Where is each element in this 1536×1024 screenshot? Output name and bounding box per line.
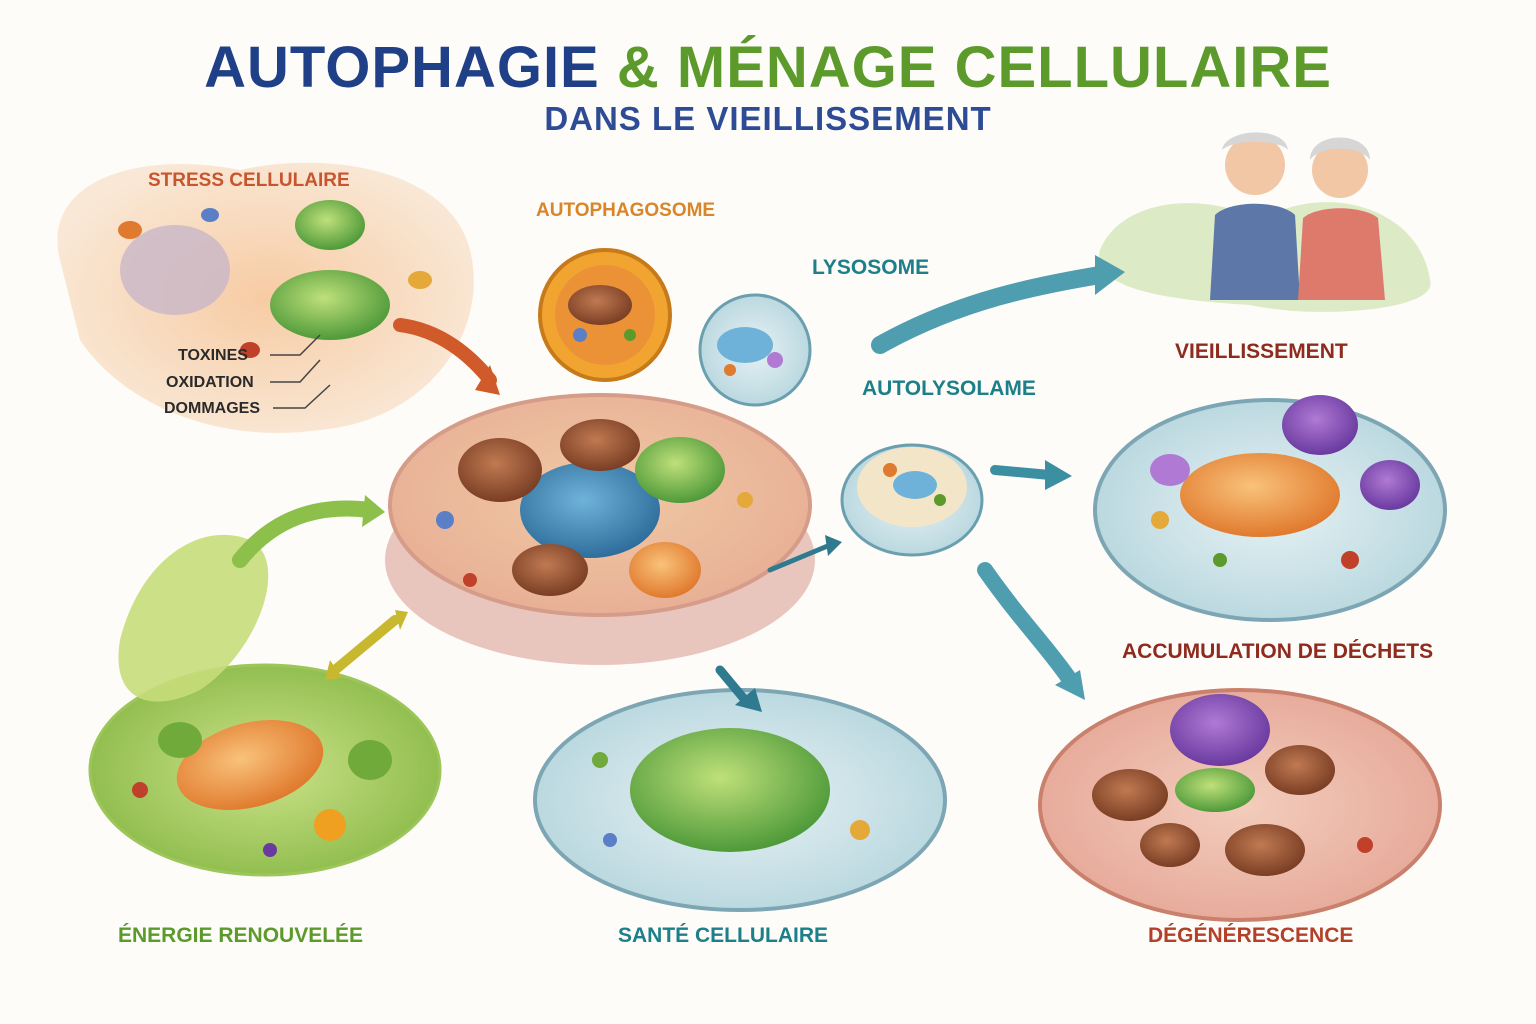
healthy-nucleus-icon bbox=[630, 728, 830, 852]
label-accumulation: ACCUMULATION DE DÉCHETS bbox=[1122, 640, 1434, 663]
autolysosome-icon bbox=[840, 443, 984, 557]
title-ampersand: & bbox=[616, 35, 660, 100]
label-toxines: TOXINES bbox=[178, 347, 248, 364]
damaged-nucleus-icon bbox=[120, 225, 230, 315]
autophagosome-icon bbox=[538, 248, 672, 382]
main-cell bbox=[385, 393, 815, 665]
page-title: AUTOPHAGIE & MÉNAGE CELLULAIRE bbox=[0, 34, 1536, 101]
to-aging-cell-arrow bbox=[990, 465, 1055, 480]
energy-to-cell-arrow bbox=[232, 500, 378, 568]
bidirectional-arrow bbox=[330, 615, 400, 675]
page-subtitle: DANS LE VIEILLISSEMENT bbox=[544, 100, 992, 137]
label-sante: SANTÉ CELLULAIRE bbox=[618, 924, 828, 947]
degeneration-cell bbox=[1038, 688, 1442, 922]
title-part-2: MÉNAGE CELLULAIRE bbox=[676, 35, 1332, 100]
mitochondrion-icon bbox=[176, 720, 324, 810]
stress-to-cell-arrow bbox=[393, 318, 497, 387]
label-degenerescence: DÉGÉNÉRESCENCE bbox=[1148, 924, 1354, 947]
arrows bbox=[232, 255, 1125, 712]
nucleus-icon bbox=[520, 462, 660, 558]
energy-cell bbox=[88, 534, 442, 877]
cell-to-autolysosome-arrow bbox=[767, 542, 833, 573]
stress-cell bbox=[57, 162, 474, 433]
elderly-couple-icon bbox=[1099, 132, 1431, 312]
label-autophagosome: AUTOPHAGOSOME bbox=[536, 200, 716, 221]
to-health-arrow bbox=[715, 665, 750, 705]
title-part-1: AUTOPHAGIE bbox=[204, 35, 600, 100]
to-aging-arrow bbox=[871, 266, 1109, 354]
to-degeneration-arrow bbox=[977, 562, 1078, 688]
label-vieillissement: VIEILLISSEMENT bbox=[1175, 340, 1348, 363]
health-cell bbox=[533, 688, 947, 912]
label-leaders bbox=[270, 334, 331, 409]
lysosome-icon bbox=[698, 293, 812, 407]
label-dommages: DOMMAGES bbox=[164, 400, 260, 417]
label-energie: ÉNERGIE RENOUVELÉE bbox=[118, 924, 364, 947]
aging-cell bbox=[1093, 395, 1447, 622]
label-stress: STRESS CELLULAIRE bbox=[148, 170, 350, 191]
label-lysosome: LYSOSOME bbox=[812, 256, 930, 279]
mitochondria-icon bbox=[270, 270, 390, 340]
label-oxidation: OXIDATION bbox=[166, 374, 254, 391]
label-autolysosome: AUTOLYSOLAME bbox=[862, 377, 1036, 400]
